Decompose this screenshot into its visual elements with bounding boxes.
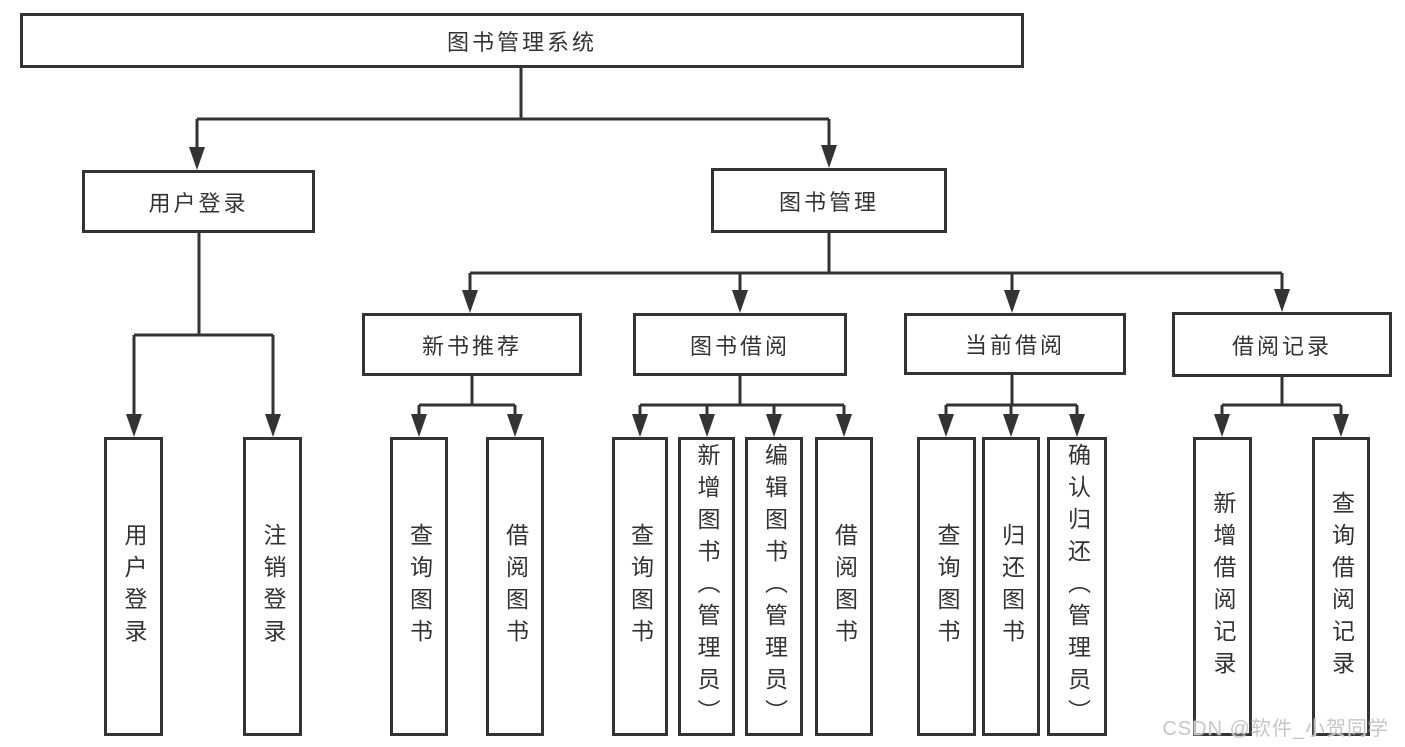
leaf-query-books-borrow: 查询图书 (612, 437, 668, 736)
leaf-confirm-return-admin-label: 确认归还（管理员） (1064, 442, 1091, 731)
node-borrow-records: 借阅记录 (1172, 312, 1392, 377)
arrow-icon (766, 414, 782, 437)
leaf-add-borrow-record: 新增借阅记录 (1193, 437, 1252, 736)
arrow-icon (1214, 414, 1230, 437)
node-borrow-records-label: 借阅记录 (1231, 333, 1332, 359)
node-book-borrow: 图书借阅 (633, 313, 847, 376)
leaf-borrow-books: 借阅图书 (815, 437, 873, 736)
leaf-user-login: 用户登录 (104, 437, 163, 736)
arrow-icon (507, 414, 523, 437)
arrow-icon (632, 414, 648, 437)
leaf-query-borrow-record: 查询借阅记录 (1312, 437, 1370, 736)
arrow-icon (462, 290, 478, 313)
leaf-query-books-recommend-label: 查询图书 (406, 522, 433, 651)
leaf-logout-label: 注销登录 (260, 522, 286, 651)
node-book-management-label: 图书管理 (778, 189, 879, 215)
arrowheads (126, 145, 1349, 437)
arrow-icon (1333, 414, 1349, 437)
leaf-query-books-recommend: 查询图书 (390, 437, 448, 736)
node-book-borrow-label: 图书借阅 (689, 333, 790, 359)
arrow-icon (699, 414, 715, 437)
node-user-login: 用户登录 (82, 170, 315, 233)
arrow-icon (1274, 289, 1290, 312)
leaf-query-borrow-record-label: 查询借阅记录 (1328, 490, 1355, 683)
arrow-icon (189, 147, 205, 170)
arrow-icon (821, 145, 837, 168)
connector-root (195, 68, 831, 152)
node-new-book-recommend: 新书推荐 (362, 313, 582, 376)
connector-paths (132, 68, 1343, 419)
leaf-add-borrow-record-label: 新增借阅记录 (1210, 490, 1236, 683)
leaf-query-books-borrow-label: 查询图书 (627, 522, 654, 651)
leaf-return-book-label: 归还图书 (998, 522, 1025, 651)
arrow-icon (836, 414, 852, 437)
connector-book-borrow (638, 376, 846, 419)
arrow-icon (1003, 414, 1019, 437)
csdn-watermark: CSDN @软件_小贺同学 (1162, 718, 1389, 740)
leaf-borrow-books-label: 借阅图书 (831, 522, 858, 651)
leaf-query-books-current-label: 查询图书 (934, 522, 960, 651)
connector-new-book (417, 376, 517, 419)
leaf-logout: 注销登录 (243, 437, 302, 736)
arrow-icon (1069, 414, 1085, 437)
node-book-management: 图书管理 (711, 168, 947, 233)
node-root: 图书管理系统 (20, 13, 1024, 68)
node-new-book-recommend-label: 新书推荐 (421, 333, 522, 359)
leaf-return-book: 归还图书 (982, 437, 1040, 736)
leaf-edit-book-admin: 编辑图书（管理员） (745, 437, 803, 736)
connector-book-management (468, 233, 1284, 295)
leaf-query-books-current: 查询图书 (917, 437, 976, 736)
node-current-borrow-label: 当前借阅 (964, 333, 1065, 358)
arrow-icon (1004, 290, 1020, 313)
arrow-icon (265, 414, 281, 437)
leaf-add-book-admin-label: 新增图书（管理员） (694, 442, 720, 731)
leaf-add-book-admin: 新增图书（管理员） (678, 437, 735, 736)
node-root-label: 图书管理系统 (446, 29, 597, 55)
leaf-user-login-label: 用户登录 (121, 522, 147, 651)
leaf-borrow-books-recommend: 借阅图书 (486, 437, 544, 736)
arrow-icon (126, 414, 142, 437)
arrow-icon (411, 414, 427, 437)
leaf-confirm-return-admin: 确认归还（管理员） (1047, 437, 1107, 736)
connector-current-borrow (944, 375, 1079, 419)
connector-user-login (132, 233, 275, 419)
leaf-edit-book-admin-label: 编辑图书（管理员） (761, 442, 788, 731)
arrow-icon (938, 414, 954, 437)
arrow-icon (732, 290, 748, 313)
leaf-borrow-books-recommend-label: 借阅图书 (502, 522, 529, 651)
node-current-borrow: 当前借阅 (904, 313, 1126, 375)
connector-borrow-records (1220, 377, 1343, 419)
node-user-login-label: 用户登录 (148, 190, 249, 216)
